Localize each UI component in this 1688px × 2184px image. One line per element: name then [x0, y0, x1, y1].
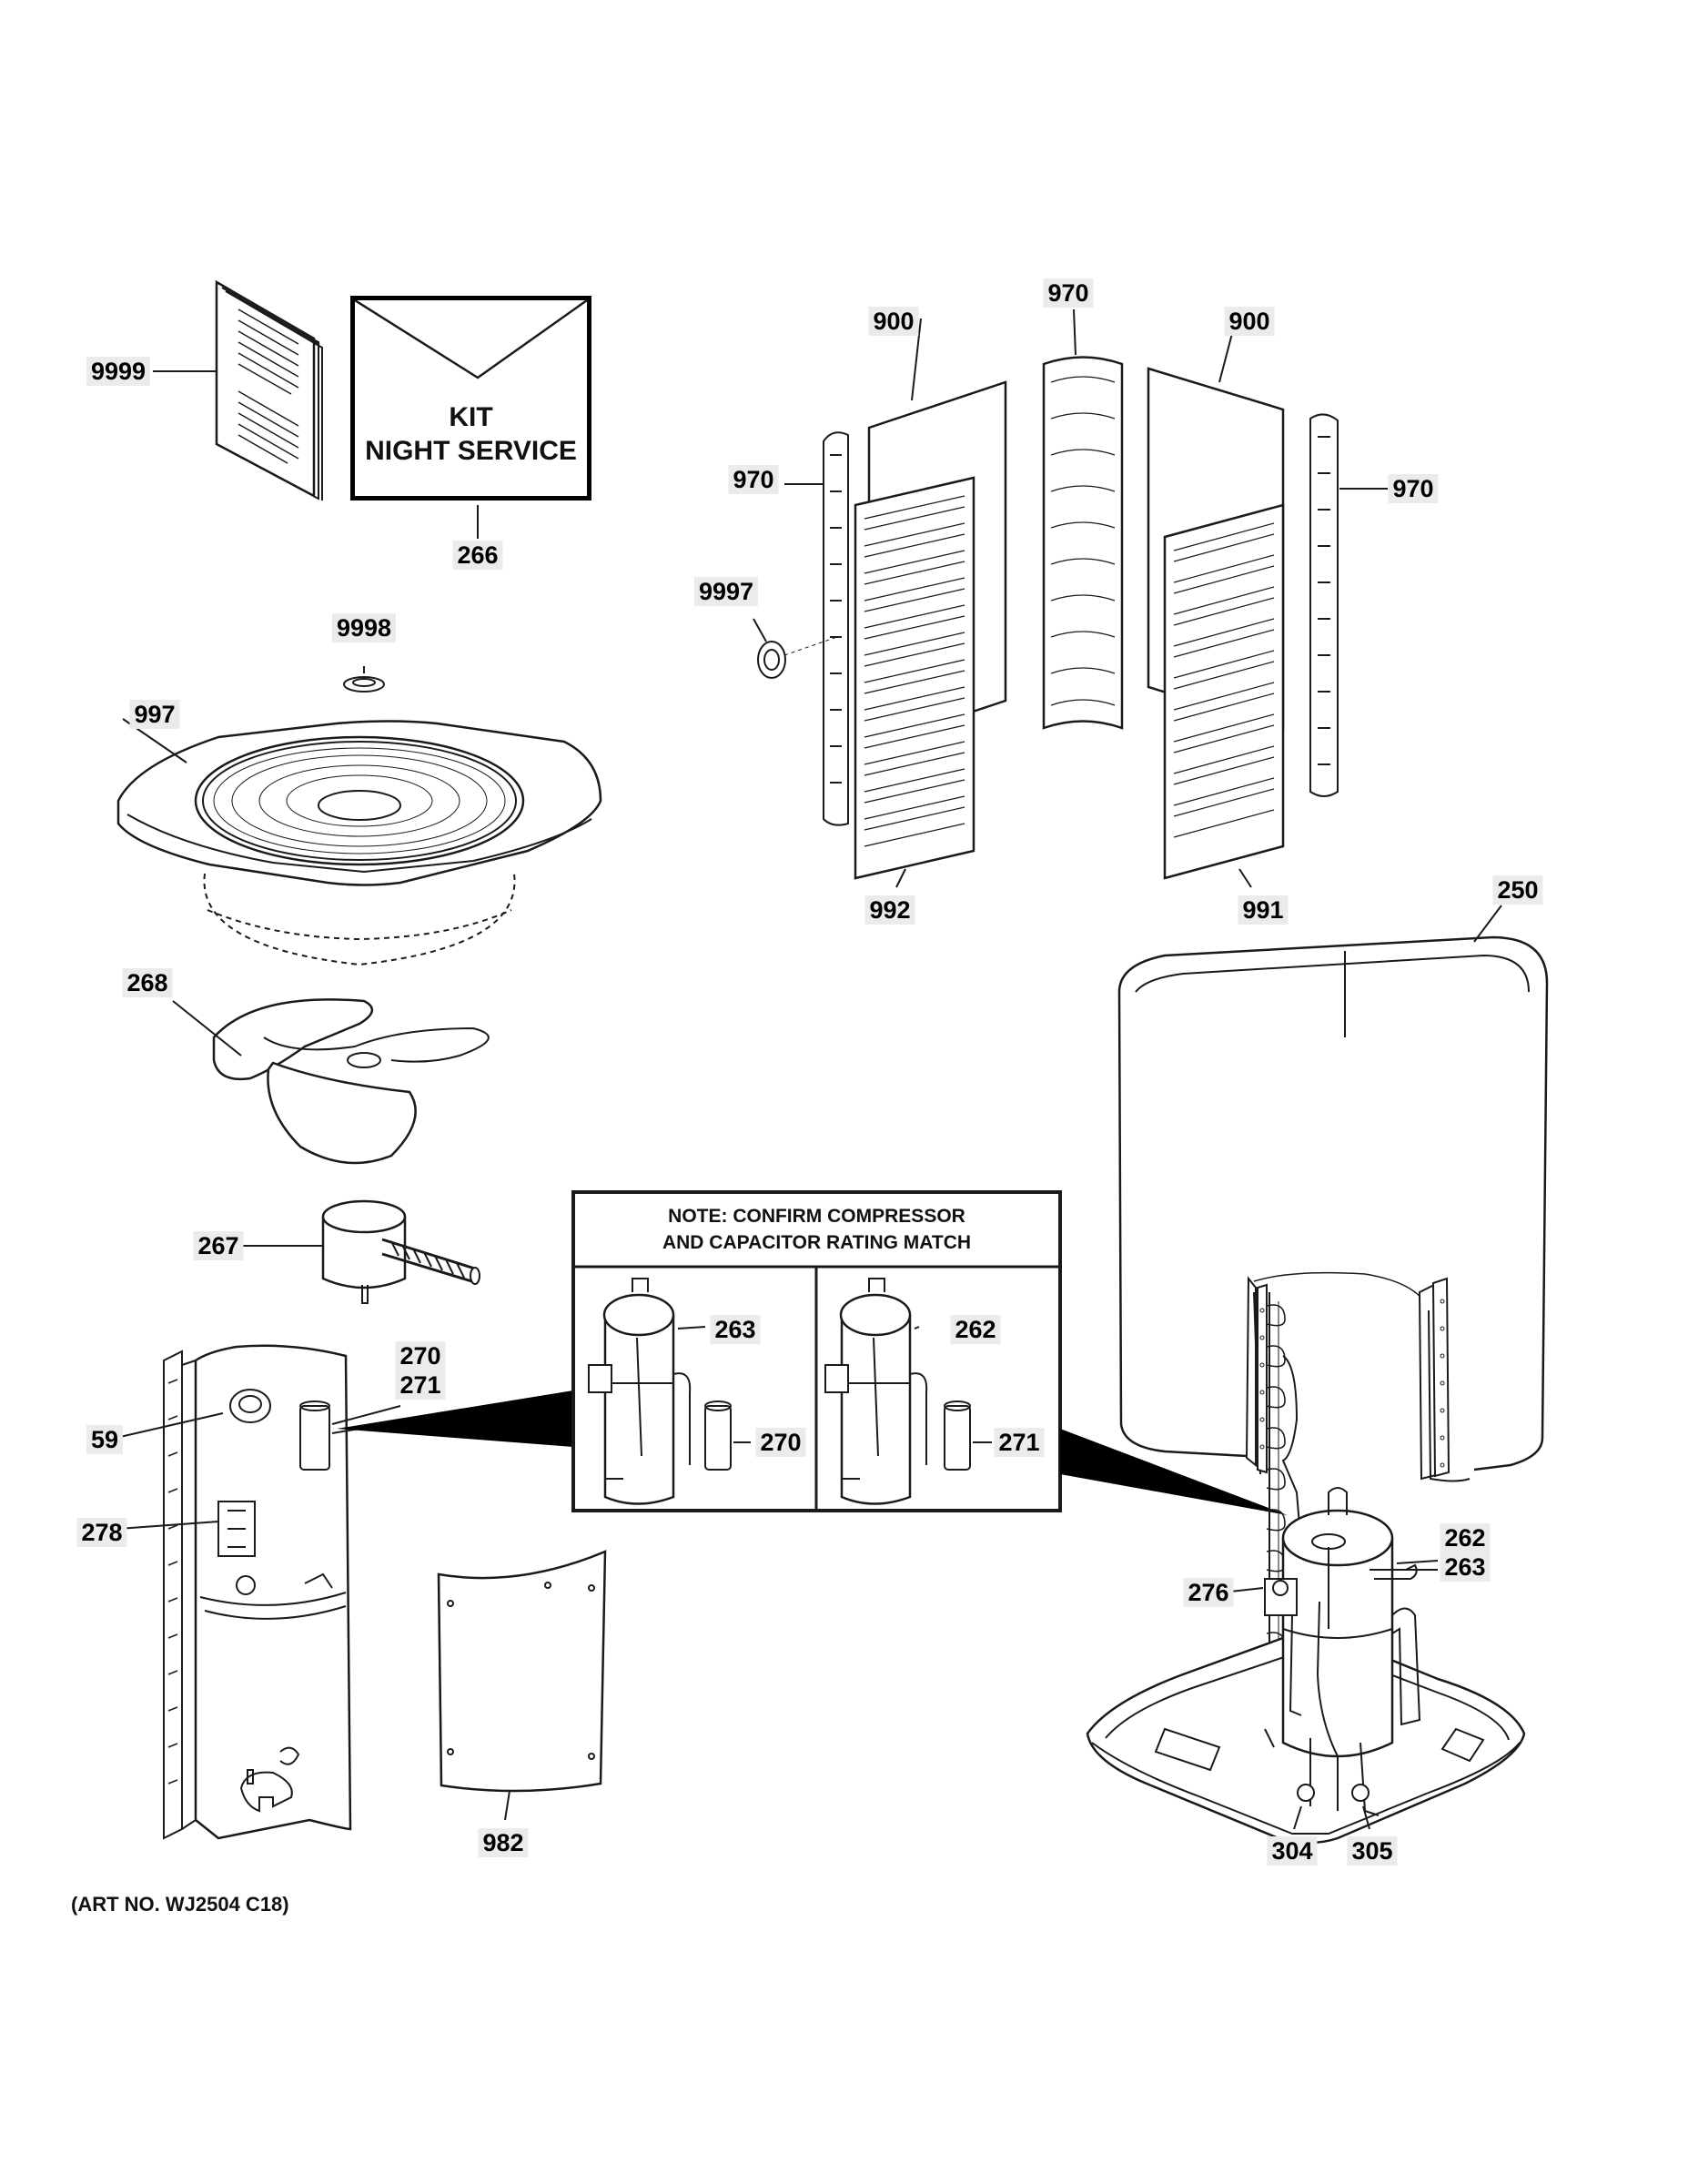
envelope-flap-icon [355, 300, 587, 379]
part-label-970-right: 970 [1388, 474, 1439, 503]
kit-night-service-box: KIT NIGHT SERVICE [350, 296, 591, 500]
fan-guard-illustration [116, 718, 602, 966]
kit-label: KIT NIGHT SERVICE [355, 400, 587, 468]
part-label-970-top: 970 [1043, 278, 1094, 308]
compressor-cover-illustration [437, 1550, 607, 1821]
fan-blade-illustration [172, 998, 490, 1165]
panel-991-illustration [1163, 503, 1285, 888]
art-number: (ART NO. WJ2504 C18) [71, 1893, 289, 1916]
control-panel-illustration [117, 1344, 573, 1840]
note-label-263: 263 [710, 1315, 761, 1344]
part-label-268: 268 [122, 968, 173, 997]
kit-line2: NIGHT SERVICE [365, 436, 577, 466]
part-label-982: 982 [478, 1828, 529, 1857]
motor-illustration [241, 1199, 480, 1304]
corner-970-top-illustration [1042, 308, 1124, 730]
part-label-267: 267 [193, 1231, 244, 1260]
part-label-900-right: 900 [1224, 307, 1275, 336]
note-box [571, 1190, 1062, 1512]
part-label-263: 263 [1440, 1552, 1491, 1582]
part-label-270: 270 [395, 1341, 446, 1370]
part-label-997: 997 [129, 700, 180, 729]
manual-illustration [153, 279, 323, 500]
part-label-9999: 9999 [86, 357, 151, 386]
part-label-262: 262 [1440, 1523, 1491, 1552]
panel-992-illustration [854, 476, 975, 888]
part-label-900-left: 900 [868, 307, 919, 336]
note-line1: NOTE: CONFIRM COMPRESSOR [668, 1206, 965, 1227]
part-label-9998: 9998 [331, 613, 397, 642]
part-label-970-left: 970 [728, 465, 779, 494]
corner-970-left-illustration [784, 431, 849, 826]
part-label-250: 250 [1492, 875, 1543, 905]
note-label-271: 271 [994, 1428, 1045, 1457]
part-label-9997: 9997 [693, 577, 759, 606]
part-label-266: 266 [452, 541, 503, 570]
part-label-304: 304 [1267, 1836, 1318, 1866]
part-label-59: 59 [86, 1425, 124, 1454]
compressor-note: NOTE: CONFIRM COMPRESSOR AND CAPACITOR R… [573, 1192, 1060, 1265]
kit-line1: KIT [449, 402, 493, 432]
part-label-278: 278 [76, 1518, 127, 1547]
base-pan-illustration [1086, 1487, 1526, 1845]
note-label-270: 270 [755, 1428, 806, 1457]
note-pointer-right [1060, 1429, 1288, 1515]
note-label-262: 262 [950, 1315, 1001, 1344]
screw-9998-illustration [343, 666, 385, 693]
note-line2: AND CAPACITOR RATING MATCH [662, 1232, 972, 1253]
coil-wrap-illustration [1117, 905, 1549, 1698]
logo-medallion-illustration [753, 618, 838, 679]
part-label-991: 991 [1238, 895, 1289, 925]
part-label-271: 271 [395, 1370, 446, 1400]
part-label-992: 992 [864, 895, 915, 925]
part-label-276: 276 [1183, 1578, 1234, 1607]
corner-970-right-illustration [1309, 413, 1388, 797]
part-label-305: 305 [1347, 1836, 1398, 1866]
